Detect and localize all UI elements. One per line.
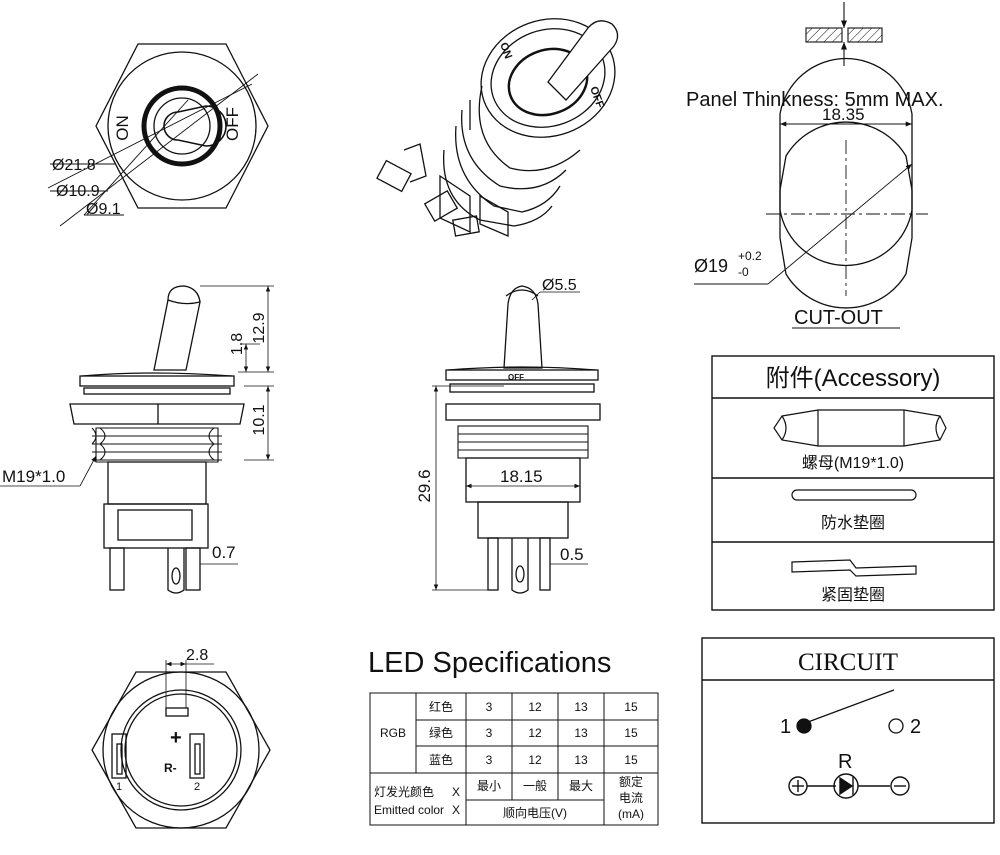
dim-outer-diameter: Ø21.8 (52, 157, 96, 174)
cutout-tol-minus: -0 (738, 265, 749, 279)
bezel-outer-circle (107, 51, 257, 201)
circuit-pin1: 1 (780, 716, 791, 738)
led-row-blue-max: 13 (574, 753, 588, 767)
dim-lever-height: 12.9 (251, 312, 268, 343)
cutout-drawing (694, 57, 928, 329)
side-view (0, 285, 274, 594)
dim-tip-diameter: Ø5.5 (542, 277, 577, 294)
top-view (47, 43, 269, 227)
led-row-red-min: 3 (486, 700, 493, 714)
accessory-box (711, 355, 995, 611)
accessory-title: 附件(Accessory) (766, 365, 941, 392)
dim-body-width: 18.15 (500, 467, 543, 486)
circuit-pin2: 2 (910, 716, 921, 738)
ring-inner-circle (153, 97, 211, 155)
led-row-green-color: 绿色 (429, 725, 453, 740)
accessory-nut-drawing (773, 409, 947, 447)
circuit-box (701, 637, 995, 824)
led-row-red-typ: 12 (528, 700, 542, 714)
top-view-off-label: OFF (223, 107, 242, 141)
led-rated-current-1: 额定 (619, 774, 643, 789)
led-row-blue-typ: 12 (528, 753, 542, 767)
front-off-mark: OFF (508, 373, 524, 382)
bottom-view (91, 660, 271, 829)
led-row-red-current: 15 (624, 700, 638, 714)
dim-bezel-height: 10.1 (251, 404, 268, 435)
led-row-blue-min: 3 (486, 753, 493, 767)
dim-ring-diameter: Ø10.9 (56, 183, 100, 200)
bottom-plus-mark: + (170, 727, 182, 749)
circuit-led-symbol (788, 773, 910, 799)
led-row-blue-color: 蓝色 (429, 753, 453, 767)
cutout-label: CUT-OUT (794, 307, 883, 329)
led-row-green-current: 15 (624, 726, 638, 740)
bezel-ring-circle (141, 85, 223, 167)
led-forward-voltage: 顺向电压(V) (503, 805, 567, 820)
accessory-item-washer: 紧固垫圈 (821, 586, 885, 604)
circuit-switch-symbol (796, 689, 904, 734)
led-emit-en: Emitted color (374, 803, 444, 817)
led-header-min: 最小 (477, 779, 501, 793)
panel-thickness-note: Panel Thinkness: 5mm MAX. (686, 89, 944, 111)
led-row-blue-current: 15 (624, 753, 638, 767)
led-rgb-label: RGB (380, 726, 406, 740)
accessory-item-nut: 螺母(M19*1.0) (802, 454, 904, 472)
thread-spec: M19*1.0 (2, 467, 65, 486)
led-header-max: 最大 (569, 779, 593, 793)
led-row-green-min: 3 (486, 726, 493, 740)
dim-pin-gap-front: 0.5 (560, 545, 584, 564)
led-row-red-color: 红色 (429, 699, 453, 714)
led-rated-current-2: 电流 (619, 791, 643, 805)
led-row-green-typ: 12 (528, 726, 542, 740)
bottom-pin2: 2 (194, 781, 200, 793)
dim-lever-diameter: Ø9.1 (86, 201, 121, 218)
dim-total-height: 29.6 (415, 469, 434, 502)
circuit-title: CIRCUIT (798, 649, 898, 676)
panel-section (805, 2, 883, 66)
led-rated-current-3: (mA) (618, 807, 644, 821)
accessory-item-gasket: 防水垫圈 (821, 514, 885, 532)
isometric-view (376, 18, 619, 237)
lever-top-shape (163, 105, 227, 147)
led-emit-x1: X (452, 785, 460, 799)
led-row-green-max: 13 (574, 726, 588, 740)
dim-terminal-width: 2.8 (186, 647, 208, 664)
led-spec-title: LED Specifications (368, 647, 611, 679)
cutout-hole-diameter: Ø19 (694, 256, 728, 276)
circuit-minus-icon (890, 776, 910, 796)
led-emit-x2: X (452, 803, 460, 817)
led-spec-table-grid (369, 692, 659, 826)
led-emit-cn: 灯发光颜色 (374, 784, 434, 799)
front-view (432, 285, 601, 594)
led-row-red-max: 13 (574, 700, 588, 714)
hex-nut-outline (95, 43, 269, 209)
top-view-on-label: ON (113, 115, 132, 141)
cutout-width-dim: 18.35 (822, 105, 865, 124)
dim-pin-gap-side: 0.7 (212, 543, 236, 562)
led-header-typ: 一般 (523, 778, 547, 793)
circuit-resistor-label: R (838, 751, 852, 773)
bottom-pin1: 1 (116, 781, 122, 793)
bottom-minus-mark: R- (164, 761, 177, 775)
dim-cap-height: 1.8 (229, 333, 246, 355)
accessory-gasket-drawing (791, 489, 917, 501)
cutout-tol-plus: +0.2 (738, 249, 762, 263)
iso-on-label: ON (497, 41, 514, 61)
accessory-washer-drawing (791, 559, 917, 577)
